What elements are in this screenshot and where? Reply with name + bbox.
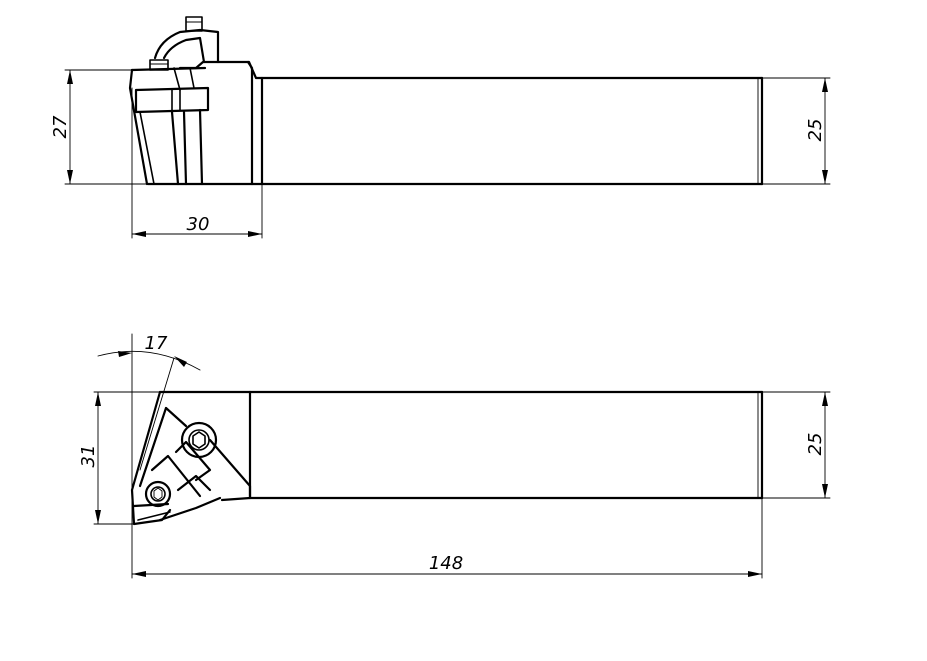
dim-overall-length-label: 148 [429,553,463,574]
dim-overall-length: 148 [131,497,763,579]
dim-head-width-label: 31 [78,445,99,468]
dim-angle-label: 17 [145,333,168,354]
side-head [128,16,264,186]
dim-shank-width-top: 25 [761,391,831,499]
top-head [130,390,252,526]
dim-height-total: 27 [50,69,149,185]
dim-shank-width-top-label: 25 [805,433,826,456]
dim-head-length: 30 [131,87,263,239]
top-view: 17 31 25 148 [78,333,831,579]
dim-height-total-label: 27 [50,115,71,138]
dim-angle: 17 [97,333,201,525]
side-shank [146,76,764,186]
dim-head-length-label: 30 [187,214,210,235]
top-shank [248,390,764,500]
dim-head-width: 31 [78,391,161,525]
dim-shank-height-side: 25 [761,77,831,185]
side-view: 27 25 30 [50,16,831,239]
dim-shank-height-side-label: 25 [805,119,826,142]
